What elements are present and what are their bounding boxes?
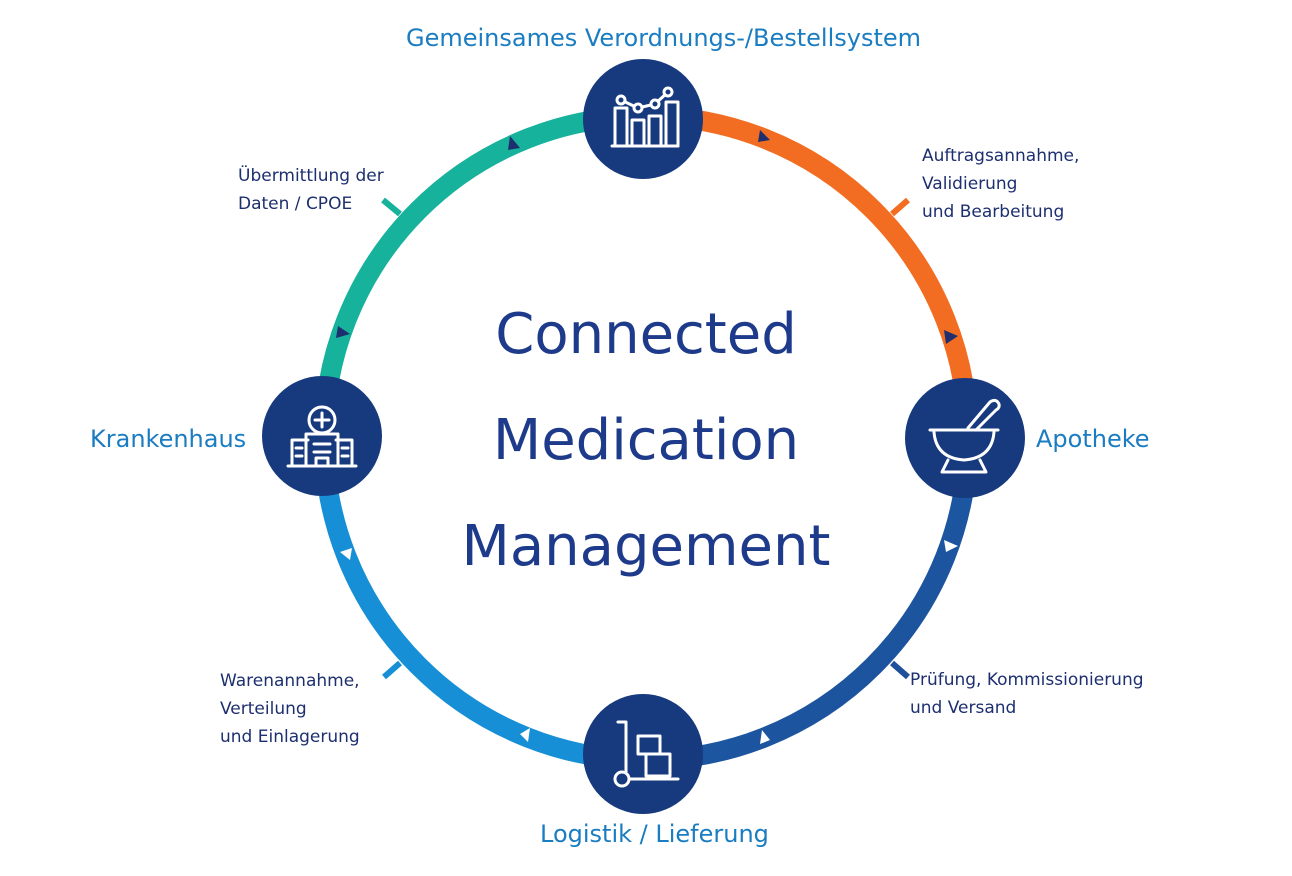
step-line: Validierung — [922, 174, 1018, 194]
node-label-bottom: Logistik / Lieferung — [540, 820, 769, 848]
arrow-icon — [508, 136, 520, 150]
flow-arrows — [336, 130, 958, 744]
node-right — [905, 378, 1025, 498]
node-top — [583, 59, 703, 179]
node-label-top: Gemeinsames Verordnungs-/Bestellsystem — [406, 24, 922, 52]
step-label-top-right: Auftragsannahme, Validierung und Bearbei… — [922, 142, 1079, 226]
step-line: und Bearbeitung — [922, 202, 1065, 222]
step-label-bottom-right: Prüfung, Kommissionierung und Versand — [910, 666, 1144, 722]
arrow-icon — [336, 326, 350, 338]
hand-truck-icon — [613, 720, 680, 788]
arc-top-right — [645, 106, 978, 439]
step-label-bottom-left: Warenannahme, Verteilung und Einlagerung — [220, 667, 360, 751]
arc-bottom-left — [314, 437, 647, 770]
title-line: Medication — [492, 408, 800, 473]
arrow-icon — [944, 330, 958, 344]
step-line: Warenannahme, — [220, 671, 360, 691]
arrow-icon — [340, 548, 352, 560]
step-line: Daten / CPOE — [238, 194, 353, 214]
center-title: Connected Medication Management — [396, 282, 896, 600]
title-line: Management — [461, 514, 831, 579]
arrow-icon — [944, 540, 958, 552]
step-line: und Versand — [910, 698, 1017, 718]
node-bottom — [583, 694, 703, 814]
hospital-icon — [286, 405, 358, 468]
arrow-icon — [760, 730, 770, 744]
bar-chart-trend-icon — [610, 86, 680, 148]
step-line: Auftragsannahme, — [922, 146, 1080, 166]
step-line: Verteilung — [220, 699, 307, 719]
node-label-right: Apotheke — [1036, 425, 1150, 453]
node-left — [262, 376, 382, 496]
arrow-icon — [758, 130, 770, 142]
arrow-icon — [520, 728, 530, 742]
step-label-top-left: Übermittlung der Daten / CPOE — [238, 162, 384, 218]
step-line: und Einlagerung — [220, 727, 360, 747]
mortar-pestle-icon — [928, 398, 1001, 474]
step-line: Übermittlung der — [238, 166, 384, 186]
ring-ticks — [381, 197, 910, 680]
arc-top-left — [314, 106, 647, 439]
node-label-left: Krankenhaus — [90, 425, 247, 453]
arc-bottom-right — [645, 437, 978, 770]
step-line: Prüfung, Kommissionierung — [910, 670, 1144, 690]
title-line: Connected — [495, 302, 797, 367]
